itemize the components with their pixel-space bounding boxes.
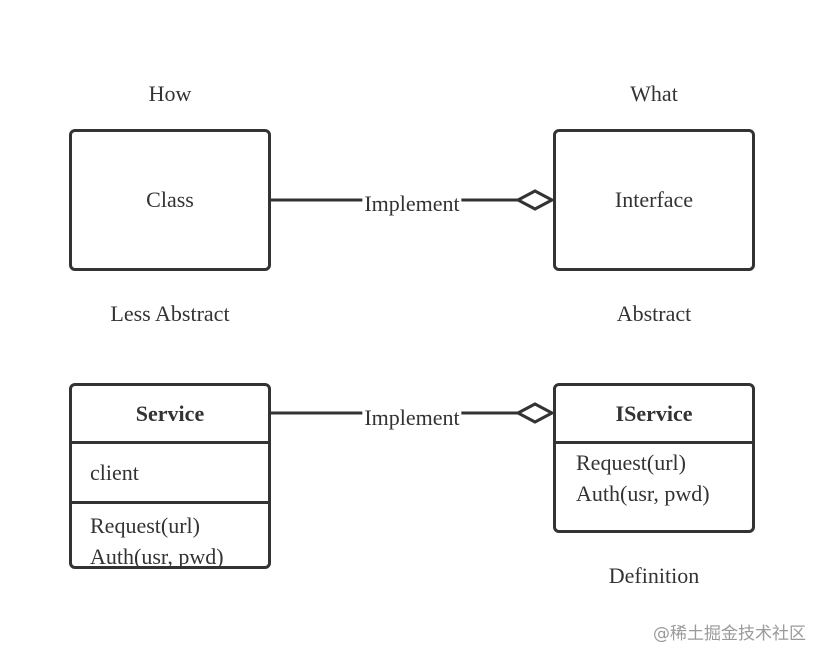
watermark: @稀土掘金技术社区	[653, 624, 806, 644]
service-attribute: client	[90, 459, 139, 485]
class-box-label: Class	[146, 187, 194, 212]
iservice-interface-name: IService	[556, 386, 752, 444]
iservice-methods: Request(url) Auth(usr, pwd)	[556, 444, 752, 509]
class-box: Class	[69, 129, 271, 271]
service-method: Request(url)	[90, 513, 200, 538]
how-heading: How	[148, 81, 192, 106]
service-methods: Request(url) Auth(usr, pwd)	[72, 504, 268, 572]
definition-caption: Definition	[608, 563, 700, 588]
what-heading: What	[630, 81, 678, 106]
bottom-aggregation-diamond	[514, 402, 556, 424]
iservice-method: Request(url)	[576, 450, 686, 475]
interface-box-label: Interface	[614, 187, 694, 212]
top-aggregation-diamond	[514, 189, 556, 211]
iservice-method: Auth(usr, pwd)	[576, 481, 710, 506]
service-attributes: client	[72, 444, 268, 504]
less-abstract-caption: Less Abstract	[110, 301, 230, 326]
iservice-interface-box: IService Request(url) Auth(usr, pwd)	[553, 383, 755, 533]
service-class-box: Service client Request(url) Auth(usr, pw…	[69, 383, 271, 569]
bottom-implement-label: Implement	[362, 405, 462, 430]
service-class-name: Service	[72, 386, 268, 444]
top-implement-label: Implement	[362, 191, 462, 216]
interface-box: Interface	[553, 129, 755, 271]
abstract-caption: Abstract	[616, 301, 692, 326]
service-method: Auth(usr, pwd)	[90, 544, 224, 569]
